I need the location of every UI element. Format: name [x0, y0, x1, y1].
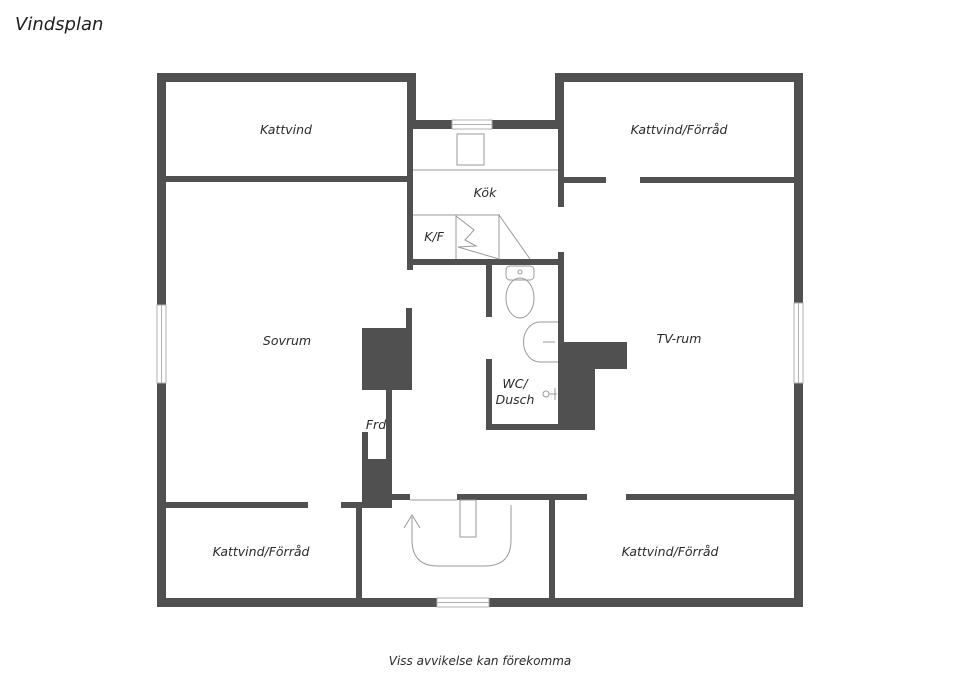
disclaimer-footer: Viss avvikelse kan förekomma	[388, 654, 572, 668]
room-label-tv-rum: TV-rum	[657, 331, 702, 346]
room-label-kattvind-forrad-top: Kattvind/Förråd	[631, 122, 728, 137]
stair-direction-arrow	[411, 505, 512, 567]
room-label-frd: Frd	[366, 417, 386, 432]
kitchen-fixtures	[413, 133, 558, 260]
stove-icon	[456, 133, 485, 166]
room-label-kok: Kök	[474, 185, 497, 200]
outer-walls	[157, 73, 803, 607]
bathroom-fixtures	[505, 265, 558, 400]
room-label-kf: K/F	[424, 229, 444, 244]
plan-title: Vindsplan	[15, 14, 104, 35]
stair-break-icon	[455, 215, 500, 260]
sink-icon	[523, 321, 558, 363]
toilet-tank-icon	[505, 265, 535, 281]
room-label-dusch: Dusch	[496, 392, 535, 407]
interior-walls	[166, 128, 794, 602]
room-label-kattvind: Kattvind	[260, 122, 312, 137]
room-label-kattvind-forrad-bottom-right: Kattvind/Förråd	[622, 544, 719, 559]
arrow-head-icon	[403, 514, 421, 529]
stair-fixtures	[403, 499, 512, 567]
shower-head-icon	[542, 390, 550, 398]
room-label-sovrum: Sovrum	[263, 333, 311, 348]
toilet-bowl-icon	[505, 277, 535, 319]
room-label-kattvind-forrad-bottom-left: Kattvind/Förråd	[213, 544, 310, 559]
windows	[156, 119, 804, 608]
room-labels: Kattvind Kattvind/Förråd Kök K/F Sovrum …	[213, 122, 728, 559]
room-label-wc: WC/	[502, 376, 529, 391]
